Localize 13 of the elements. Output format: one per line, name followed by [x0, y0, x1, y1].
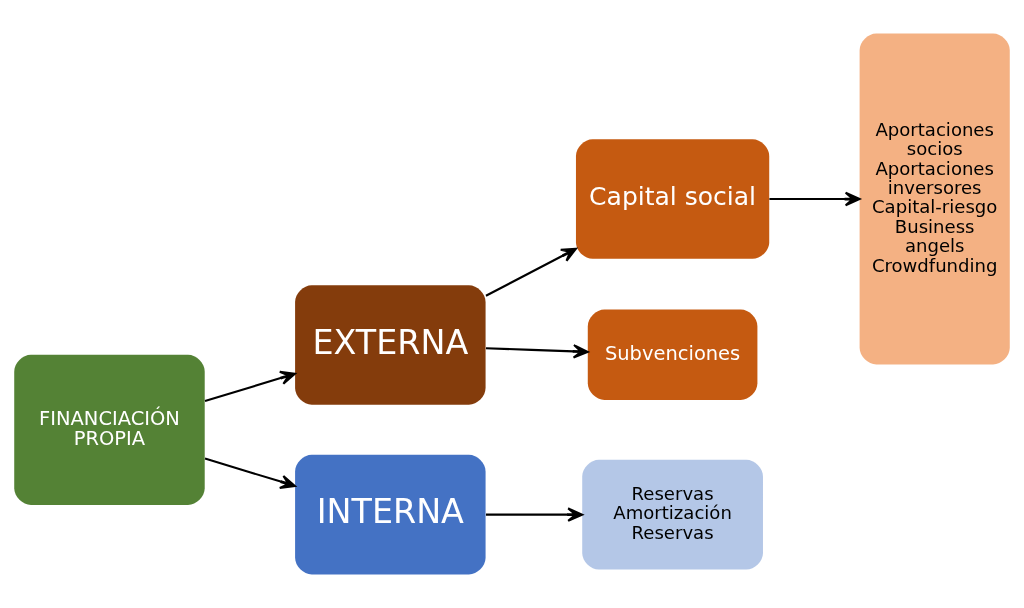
arrow	[485, 247, 577, 297]
node-box: Aportaciones socios Aportaciones inversores Capital-riesgo Business angels Crowdfunding	[859, 33, 1010, 365]
arrow	[485, 507, 584, 522]
node-box: Subvenciones	[587, 309, 758, 400]
arrow	[769, 191, 861, 207]
node-box: Capital social	[575, 139, 770, 259]
node-box: Reservas Amortización Reservas	[582, 459, 763, 570]
node-box: EXTERNA	[295, 285, 486, 405]
node-box: FINANCIACIÓN PROPIA	[14, 354, 205, 505]
node-box: INTERNA	[295, 454, 486, 575]
arrow	[204, 370, 296, 403]
arrow	[485, 344, 589, 359]
arrow	[204, 457, 296, 489]
